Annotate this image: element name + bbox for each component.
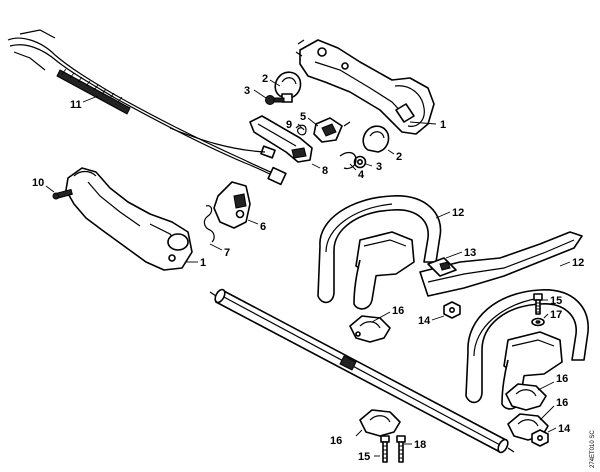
drive-tube <box>209 288 515 454</box>
callout-11: 11 <box>70 99 82 111</box>
callout-2-right: 2 <box>396 151 402 163</box>
handlebar-loop-lower <box>465 289 589 410</box>
screw-18-bottom <box>396 435 406 463</box>
callout-6: 6 <box>260 221 266 233</box>
switch-housing-shell <box>295 39 435 135</box>
callout-1-left: 1 <box>200 257 206 269</box>
clamp-top <box>274 71 302 103</box>
callout-3-top: 3 <box>244 85 250 97</box>
callout-14-upper: 14 <box>418 315 431 327</box>
callout-8: 8 <box>322 165 328 177</box>
callout-16-bottom: 16 <box>330 435 342 447</box>
callout-2-top: 2 <box>262 73 268 85</box>
callout-5: 5 <box>300 111 306 123</box>
reference-code: 274ET010 SC <box>590 430 596 468</box>
throttle-trigger <box>249 115 313 163</box>
callout-12-lower: 12 <box>572 257 584 269</box>
lever-spring <box>203 205 215 243</box>
clamp-16-bottom <box>359 409 401 437</box>
spring-clip <box>339 151 357 170</box>
callout-labels: 11 3 2 1 5 9 8 2 3 4 10 1 6 7 12 13 12 1… <box>32 73 584 463</box>
callout-10: 10 <box>32 177 44 189</box>
screw-top <box>265 95 285 105</box>
callout-16-right-a: 16 <box>556 373 568 385</box>
clamp-16-mid <box>349 315 391 343</box>
leader-lines <box>45 79 571 457</box>
callout-13: 13 <box>464 247 476 259</box>
switch-lever <box>213 181 251 229</box>
torsion-spring <box>295 124 307 136</box>
callout-9: 9 <box>286 119 292 131</box>
callout-7: 7 <box>224 247 230 259</box>
wiring-harness <box>7 29 287 186</box>
clamp-right <box>362 125 390 153</box>
nut-lower <box>531 429 549 447</box>
callout-1-top: 1 <box>440 119 446 131</box>
callout-17: 17 <box>550 309 562 321</box>
clamp-16-lower-right-a <box>505 383 547 411</box>
rear-handle <box>65 167 193 271</box>
screw-15-bottom <box>380 435 390 463</box>
washer-right <box>531 317 545 327</box>
handle-screw <box>52 188 73 200</box>
callout-18: 18 <box>414 439 426 451</box>
nut-right <box>353 155 367 169</box>
callout-3-right: 3 <box>376 161 382 173</box>
slide-switch <box>313 117 351 143</box>
callout-12-upper: 12 <box>452 207 464 219</box>
nut-upper <box>443 301 461 319</box>
callout-15-right: 15 <box>550 295 562 307</box>
callout-4: 4 <box>358 169 365 181</box>
callout-14-lower: 14 <box>558 423 571 435</box>
handlebar-bar <box>419 231 583 297</box>
callout-16-mid: 16 <box>392 305 404 317</box>
handlebar-loop-upper <box>317 195 442 310</box>
screw-right <box>533 293 543 315</box>
callout-15-bottom: 15 <box>358 451 370 463</box>
callout-16-right-b: 16 <box>556 397 568 409</box>
